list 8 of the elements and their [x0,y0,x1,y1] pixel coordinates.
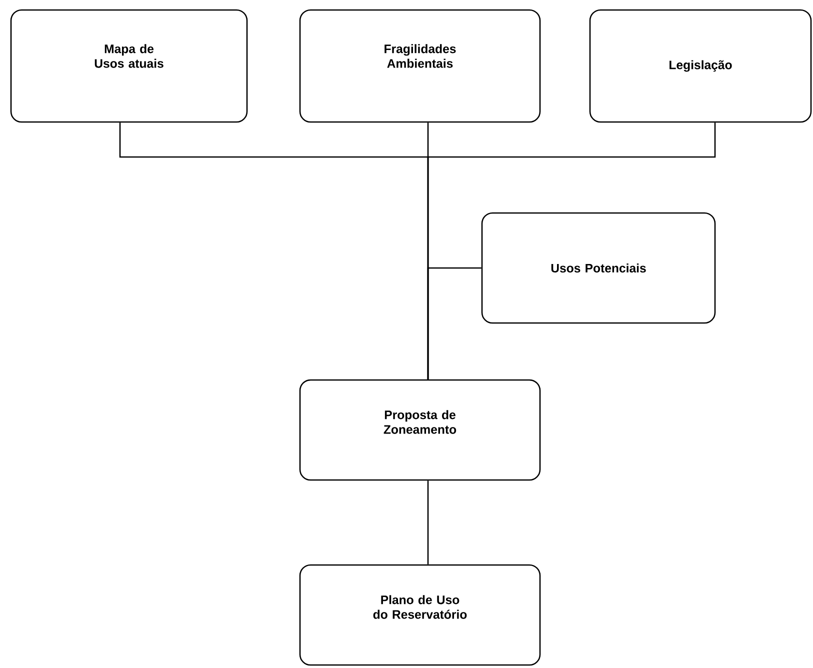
connector-line [427,480,429,564]
process-box: Mapa de Usos atuais [10,9,248,123]
process-box: Plano de Uso do Reservatório [299,564,541,666]
connector-line [427,267,482,380]
process-box: Fragilidades Ambientais [299,9,541,123]
process-box: Legislação [589,9,812,123]
process-box: Usos Potenciais [481,212,716,324]
process-box: Proposta de Zoneamento [299,379,541,481]
